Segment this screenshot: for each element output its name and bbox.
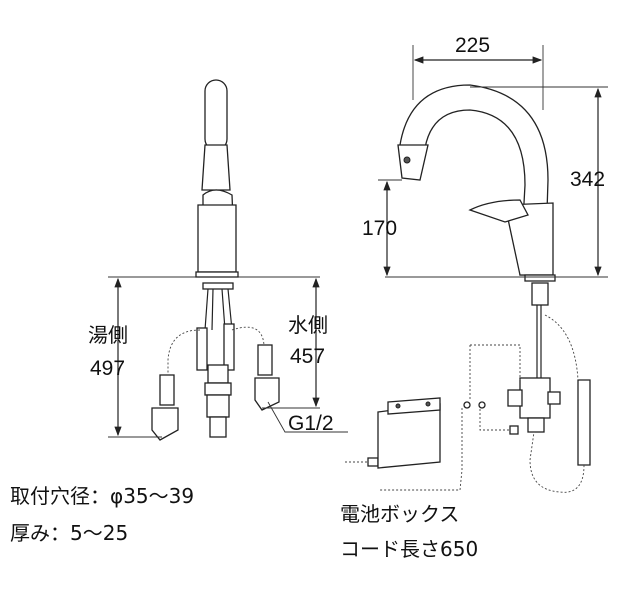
front-view (108, 79, 348, 441)
cold-side-length: 457 (290, 345, 325, 368)
center-shaft-bottom (209, 416, 227, 438)
flex-hose (577, 379, 591, 466)
side-spray-head (397, 144, 429, 181)
connector-3 (509, 425, 519, 435)
thread-size: G1/2 (288, 412, 334, 435)
hose-fitting-left (196, 327, 208, 371)
battery-box-label: 電池ボックス (340, 502, 459, 526)
flex-hose-top (544, 314, 579, 381)
front-neck (201, 144, 231, 191)
front-base (195, 271, 239, 278)
hot-side-length: 497 (90, 357, 125, 380)
hot-side-label: 湯側 (88, 323, 128, 347)
center-shaft-body (206, 394, 230, 418)
front-body (197, 204, 237, 273)
sensor-wire-2 (469, 345, 510, 431)
hot-pipe (159, 374, 175, 406)
battery-plug (367, 457, 379, 467)
spray-button (403, 156, 411, 164)
hole-diameter-note: 取付穴径：φ35～39 (10, 484, 194, 508)
side-valve-bottom (527, 417, 545, 433)
height-dim: 342 (570, 168, 605, 191)
connector-1 (463, 401, 471, 409)
side-valve-port (507, 389, 523, 407)
hot-valve (151, 407, 179, 441)
sensor-wire (470, 344, 521, 380)
cord-length-label: コード長さ650 (340, 537, 478, 561)
side-lever (468, 199, 529, 223)
front-spout-head (204, 79, 228, 151)
battery-box (377, 403, 441, 469)
center-shaft-top (207, 364, 229, 384)
cold-pipe (257, 344, 273, 376)
side-view (345, 45, 608, 493)
battery-wire (380, 408, 463, 491)
flex-hose-bottom (529, 431, 585, 493)
hose-fitting-right (223, 323, 235, 371)
side-valve-unit (519, 377, 551, 419)
thread-leader (267, 401, 348, 433)
battery-screw-2 (425, 401, 431, 407)
width-dim: 225 (455, 34, 490, 57)
cold-hose (231, 326, 265, 346)
cold-valve (254, 377, 280, 411)
side-base (524, 274, 556, 282)
thickness-note: 厚み：5～25 (10, 521, 128, 545)
hot-hose (167, 329, 201, 375)
spout-height-dim: 170 (362, 217, 397, 240)
side-valve-port-right (547, 391, 561, 405)
side-shank (531, 282, 549, 306)
front-nut (202, 282, 234, 290)
connector-2 (478, 401, 486, 409)
battery-screw-1 (395, 403, 401, 409)
center-shaft-mid (204, 382, 232, 396)
cold-side-label: 水側 (288, 313, 328, 337)
front-hose-lines (204, 288, 233, 331)
